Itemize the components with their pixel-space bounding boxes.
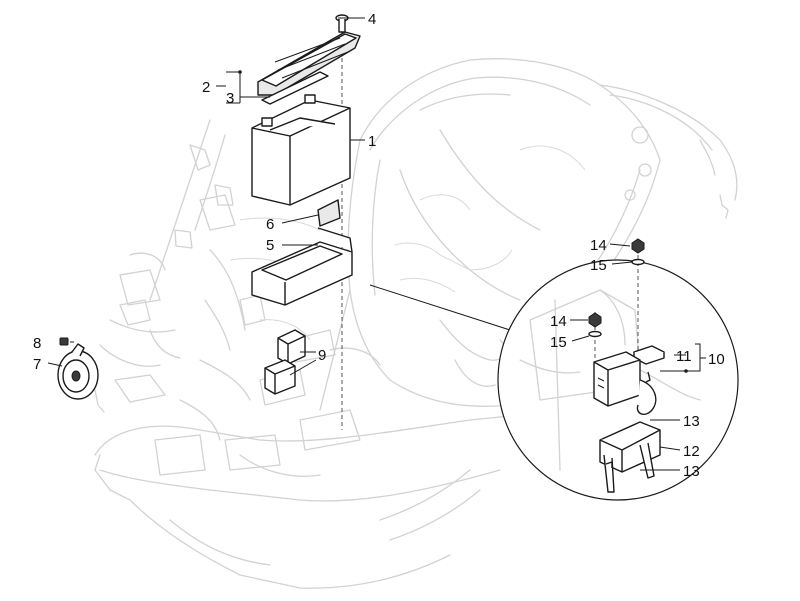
callout-6: 6	[266, 216, 274, 233]
callout-4: 4	[368, 11, 376, 28]
callout-labels: 1 2 3 4 5 6 7 8 9 10 11 12 13 13 14 14 1…	[33, 11, 725, 480]
leader-lines	[47, 17, 706, 471]
horn-part-7	[57, 343, 99, 400]
callout-2: 2	[202, 79, 210, 96]
rubber-pad-part-3	[261, 71, 329, 105]
callout-13-upper: 13	[683, 413, 700, 430]
callout-8: 8	[33, 335, 41, 352]
callout-1: 1	[368, 133, 376, 150]
nut-part-8	[59, 337, 69, 346]
detail-content	[519, 238, 701, 493]
battery-bracket-part-2	[257, 31, 361, 96]
callout-15-upper: 15	[590, 257, 607, 274]
detail-pointer-line	[369, 284, 511, 331]
relays-part-9	[264, 329, 306, 395]
callout-7: 7	[33, 356, 41, 373]
callout-11: 11	[676, 348, 692, 365]
callout-14-lower: 14	[550, 313, 567, 330]
callout-9: 9	[318, 347, 326, 364]
scooter-frame	[94, 58, 738, 589]
callout-13-lower: 13	[683, 463, 700, 480]
callout-14-upper: 14	[590, 237, 607, 254]
battery-part-1	[251, 94, 351, 206]
callout-15-lower: 15	[550, 334, 567, 351]
battery-tray-part-5	[251, 227, 353, 306]
callout-5: 5	[266, 237, 274, 254]
pad-part-6	[317, 199, 341, 227]
callout-10: 10	[708, 351, 725, 368]
callout-12: 12	[683, 443, 700, 460]
callout-3: 3	[226, 90, 234, 107]
